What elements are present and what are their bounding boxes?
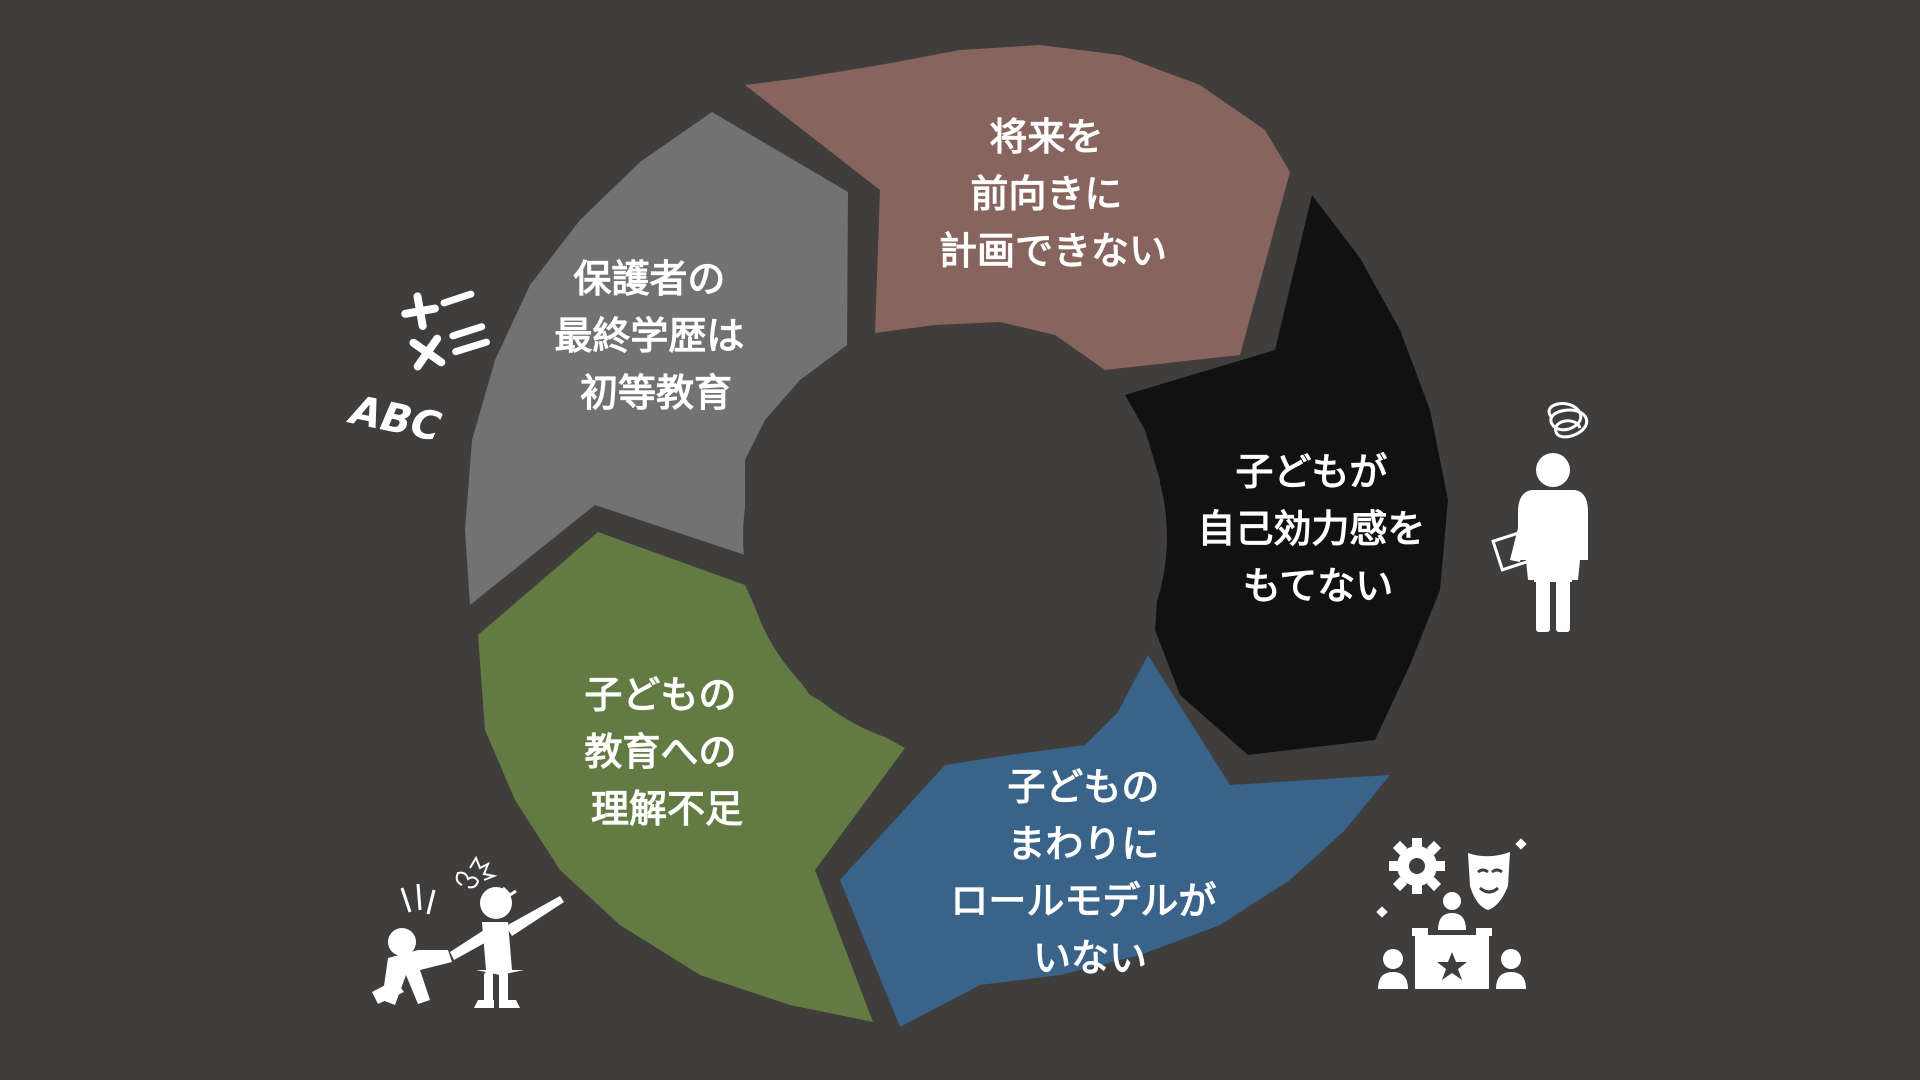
math-symbols-icon (401, 290, 490, 371)
abc-icon-text: ABC (343, 387, 444, 451)
confused-person-icon (1491, 402, 1589, 632)
segment-future-line-3: 計画できない (939, 229, 1167, 273)
segment-efficacy-line-2: 自己効力感を (1197, 507, 1425, 551)
segment-efficacy-shape (1125, 195, 1448, 755)
segment-efficacy-line-3: もてない (1243, 564, 1393, 608)
segment-rolemodel-line-4: いない (1033, 936, 1147, 980)
segment-future-shape (745, 45, 1290, 370)
segment-understanding-label: 子どもの 教育への 理解不足 (584, 673, 749, 831)
theater-award-icon (1376, 838, 1527, 989)
scolding-parent-icon (372, 855, 564, 1008)
segment-parents-shape (465, 112, 848, 605)
segment-rolemodel-label: 子どもの まわりに ロールモデルが いない (950, 765, 1229, 980)
segment-future-label: 将来を 前向きに 計画できない (939, 115, 1167, 273)
center-circle (743, 325, 1167, 749)
segment-rolemodel-line-1: 子どもの (1007, 765, 1159, 809)
segment-parents-line-2: 最終学歴は (554, 314, 744, 358)
segment-parents-label: 保護者の 最終学歴は 初等教育 (554, 257, 757, 415)
segment-understanding-line-3: 理解不足 (591, 787, 743, 831)
segment-efficacy-line-1: 子どもが (1235, 450, 1387, 494)
segment-understanding-shape (478, 532, 905, 1022)
segment-parents-line-3: 初等教育 (580, 371, 732, 415)
segment-understanding-line-2: 教育への (584, 730, 736, 774)
segment-parents-line-1: 保護者の (573, 257, 725, 301)
segment-rolemodel-line-2: まわりに (1007, 822, 1159, 866)
segment-efficacy-label: 子どもが 自己効力感を もてない (1197, 450, 1438, 608)
segment-future-line-1: 将来を (989, 115, 1103, 159)
segment-understanding-line-1: 子どもの (584, 673, 736, 717)
segment-rolemodel-shape (840, 655, 1390, 1027)
segment-rolemodel-line-3: ロールモデルが (950, 879, 1216, 923)
segment-future-line-2: 前向きに (970, 172, 1122, 216)
